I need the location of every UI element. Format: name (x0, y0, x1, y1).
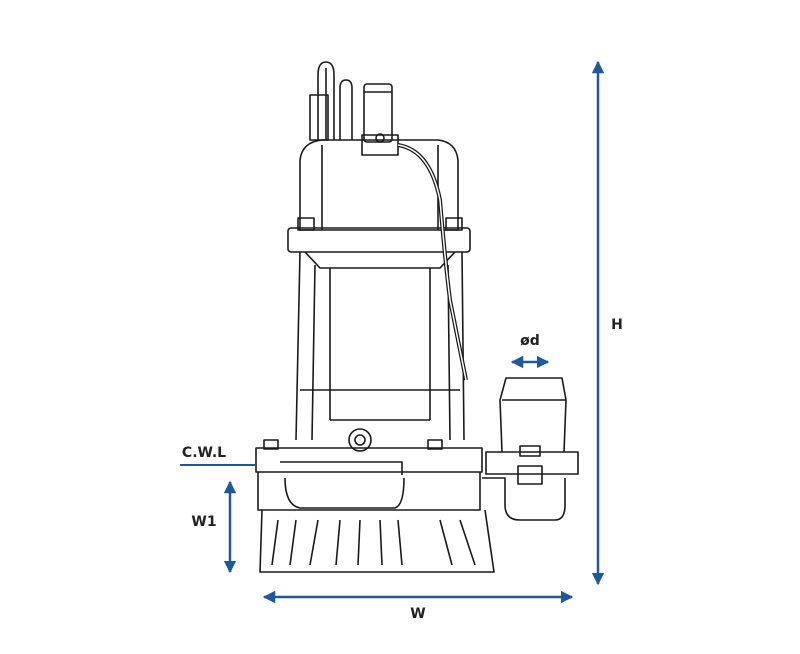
height-label: H (611, 317, 623, 333)
dimension-arrows (180, 60, 605, 604)
diameter-label: ød (520, 333, 540, 349)
pump-outline (255, 61, 579, 573)
cwl-label: C.W.L (181, 445, 227, 461)
w1-label: W1 (191, 514, 217, 530)
width-label: W (410, 606, 426, 622)
